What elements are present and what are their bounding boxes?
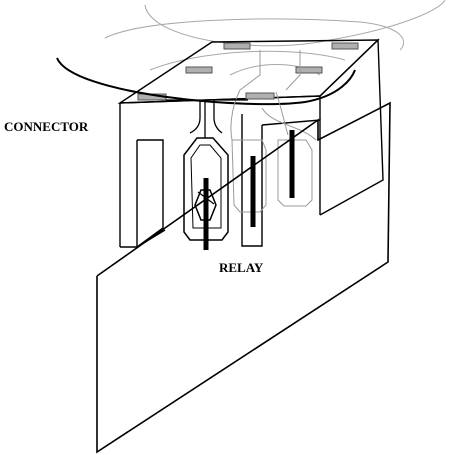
relay-label: RELAY — [219, 260, 264, 275]
connector-right-slot-frame — [241, 114, 263, 247]
rear-relay-capsule-outline — [231, 139, 267, 213]
relay-leads — [166, 99, 248, 138]
relay-lead — [166, 99, 201, 134]
contact-pad — [331, 42, 359, 50]
contact-pads — [137, 42, 359, 101]
connector-block-front-face — [119, 95, 321, 120]
connector-block — [117, 38, 384, 248]
contact-pad — [223, 42, 251, 50]
connector-left-slot — [136, 139, 164, 248]
rear-wire — [275, 91, 289, 136]
relay-capsule-inner — [190, 144, 222, 229]
contact-pad — [245, 92, 275, 100]
rear-wire — [230, 89, 241, 141]
mounting-plate — [96, 101, 391, 454]
reed-relay — [183, 137, 229, 241]
connector-label: CONNECTOR — [4, 119, 89, 134]
connector-wire-arc — [56, 57, 356, 106]
rear-wire-arc-inner — [149, 50, 346, 71]
background-wire-arcs — [104, 0, 446, 76]
internal-wiring — [230, 50, 317, 213]
contact-pad — [295, 66, 323, 74]
rear-wire-arc-outer — [144, 0, 446, 47]
relay-lead — [213, 99, 248, 134]
mounting-plate-outline — [96, 101, 391, 454]
rear-wire — [261, 107, 317, 141]
connector-block-right-face — [319, 38, 384, 216]
rear-wire-arc-mid — [104, 18, 405, 51]
rear-wire — [285, 50, 301, 91]
rear-wire — [239, 50, 261, 91]
rear-relay-capsule-outline — [277, 139, 313, 207]
relay-capsule-outline — [183, 137, 229, 241]
contact-pad — [185, 66, 213, 74]
connector-right-slot-back — [261, 119, 321, 215]
reed-switch-contact — [194, 189, 217, 221]
